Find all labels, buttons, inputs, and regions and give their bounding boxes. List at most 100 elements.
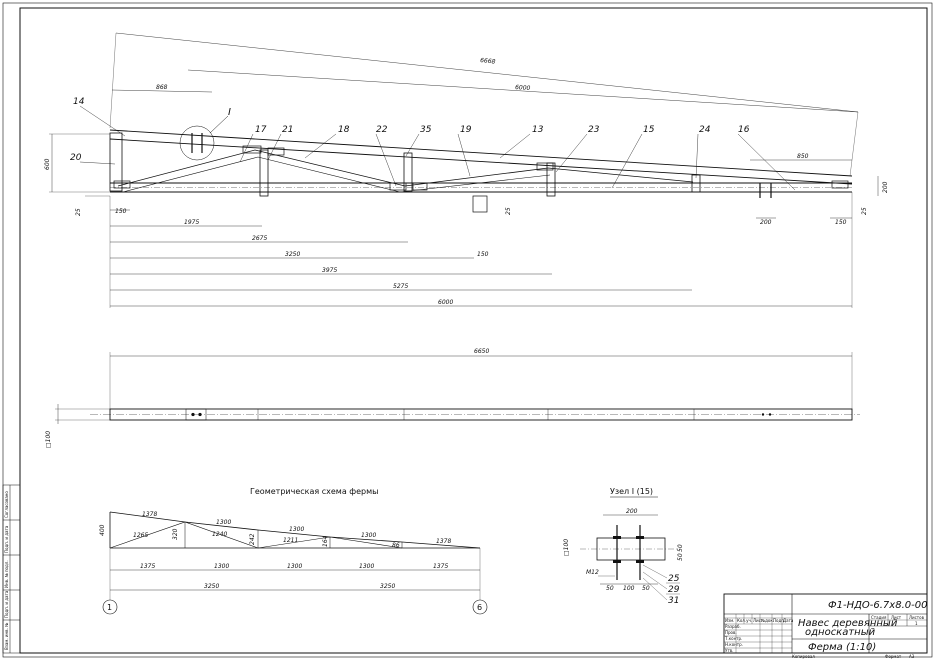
geom-top-3: 1300 <box>289 526 304 533</box>
node-detail-bottom-3: 50 <box>642 585 650 592</box>
node-detail-bottom-2: 100 <box>623 585 635 592</box>
node-detail-bottom-1: 50 <box>606 585 614 592</box>
side-cell-4: Подп. и дата <box>4 525 9 553</box>
row-label-3: Т.контр. <box>724 636 742 641</box>
stage-head: Стадия <box>871 615 887 620</box>
col-label-6: Дата <box>783 618 794 623</box>
col-label-5: Подп. <box>773 618 785 623</box>
row-label-2: Пров. <box>725 630 737 635</box>
geom-top-5: 1378 <box>436 538 451 545</box>
plan-section-label: □100 <box>45 431 52 448</box>
geom-bottom-1: 1375 <box>140 563 155 570</box>
dim-left-868: 868 <box>156 84 168 91</box>
col-label-1: Изм. <box>725 618 734 623</box>
row-label-5: Н.контр. <box>725 642 743 647</box>
sheet-value: 1 <box>915 621 918 626</box>
format-value: A3 <box>909 654 915 659</box>
dim-overall-top: 6668 <box>480 57 496 66</box>
node-callout-circle <box>179 125 215 161</box>
geom-bottom-2: 1300 <box>214 563 229 570</box>
geom-bottom-4: 1300 <box>359 563 374 570</box>
inner-frame <box>19 7 928 654</box>
side-stamp: Взам. инв. № Подп. и дата Инв. № подл. П… <box>2 484 21 654</box>
document-code: Ф1-НДО-6.7х8.0-00 <box>828 600 927 611</box>
geom-web-1: 1265 <box>133 532 148 539</box>
dim-200-bottom: 200 <box>760 219 772 226</box>
geom-top-2: 1300 <box>216 519 231 526</box>
axis-left: 1 <box>107 603 112 612</box>
dim-150-left: 150 <box>115 208 127 215</box>
dim-5275: 5275 <box>393 283 408 290</box>
geom-half-1: 3250 <box>204 583 219 590</box>
geom-half-2: 3250 <box>380 583 395 590</box>
sheet-head: Лист <box>891 615 902 620</box>
node-detail-title: Узел I (15) <box>610 487 653 496</box>
dim-200-right: 200 <box>882 181 889 193</box>
dim-3250: 3250 <box>285 251 300 258</box>
project-line-2: односкатный <box>805 627 876 638</box>
pos-19: 19 <box>460 125 472 135</box>
dim-top-6000: 6000 <box>515 84 531 92</box>
geom-top-1: 1378 <box>142 511 157 518</box>
position-labels: 14 20 17 21 18 22 35 19 13 23 15 24 16 <box>70 97 796 191</box>
pos-24: 24 <box>699 125 711 135</box>
geom-web-5: 1211 <box>283 537 298 544</box>
geom-height: 400 <box>99 524 106 536</box>
pos-23: 23 <box>588 125 600 135</box>
geom-web-2: 320 <box>172 528 179 540</box>
geometric-scheme: Геометрическая схема фермы 400 1378 1300… <box>99 487 488 615</box>
dim-850: 850 <box>797 153 809 160</box>
geom-bottom-5: 1375 <box>433 563 448 570</box>
dim-150-mid: 150 <box>477 251 489 258</box>
row-label-6: Утв. <box>725 648 733 653</box>
col-label-2: Кол.уч. <box>737 618 752 623</box>
geom-bottom-3: 1300 <box>287 563 302 570</box>
node-detail-pos-29: 29 <box>668 585 680 595</box>
pos-35: 35 <box>420 125 432 135</box>
node-label-i: I <box>228 107 231 118</box>
top-view-dimensions: 6668 6000 868 600 25 150 1975 2675 3250 … <box>44 32 889 308</box>
dim-height-600: 600 <box>44 158 51 170</box>
sheets-head: Листов <box>909 615 925 620</box>
pos-16: 16 <box>738 125 750 135</box>
col-label-4: №док. <box>761 618 774 623</box>
col-label-3: Лист <box>753 618 764 623</box>
plan-view: 6650 □100 <box>45 348 860 448</box>
pos-15: 15 <box>643 125 655 135</box>
dim-1975: 1975 <box>184 219 199 226</box>
format-label: Формат <box>885 654 902 659</box>
copied-label: Копировал <box>792 654 815 659</box>
node-detail-width: 200 <box>626 508 638 515</box>
node-detail-pos-31: 31 <box>668 596 679 606</box>
project-line-1: Навес деревянный <box>798 618 898 629</box>
geom-web-3: 1240 <box>212 531 227 538</box>
pos-22: 22 <box>376 125 388 135</box>
pos-21: 21 <box>282 125 293 135</box>
geom-web-4: 242 <box>249 533 256 545</box>
pos-18: 18 <box>338 125 350 135</box>
side-cell-1: Взам. инв. № <box>4 623 9 650</box>
node-detail-section: □100 <box>563 539 570 556</box>
axis-right: 6 <box>477 603 482 612</box>
node-detail-right-1: 50 <box>677 544 684 552</box>
dim-25-mid: 25 <box>505 207 512 215</box>
dim-25-left: 25 <box>75 208 82 216</box>
geom-top-4: 1300 <box>361 532 376 539</box>
node-detail-pos-25: 25 <box>668 574 680 584</box>
side-cell-2: Подп. и дата <box>4 590 9 618</box>
dim-2675: 2675 <box>252 235 267 242</box>
pos-20: 20 <box>70 153 82 163</box>
row-label-1: Разраб. <box>725 624 741 629</box>
pos-13: 13 <box>532 125 544 135</box>
geom-scheme-title: Геометрическая схема фермы <box>250 487 378 496</box>
geom-web-6: 164 <box>322 535 329 547</box>
side-cell-3: Инв. № подл. <box>4 560 9 588</box>
plan-length-dim: 6650 <box>474 348 489 355</box>
title-block: Изм. Кол.уч. Лист №док. Подп. Дата Разра… <box>723 593 927 659</box>
node-detail-right-2: 50 <box>677 553 684 561</box>
dim-25-right: 25 <box>861 207 868 215</box>
truss-elevation: I <box>109 107 853 213</box>
pos-17: 17 <box>255 125 267 135</box>
